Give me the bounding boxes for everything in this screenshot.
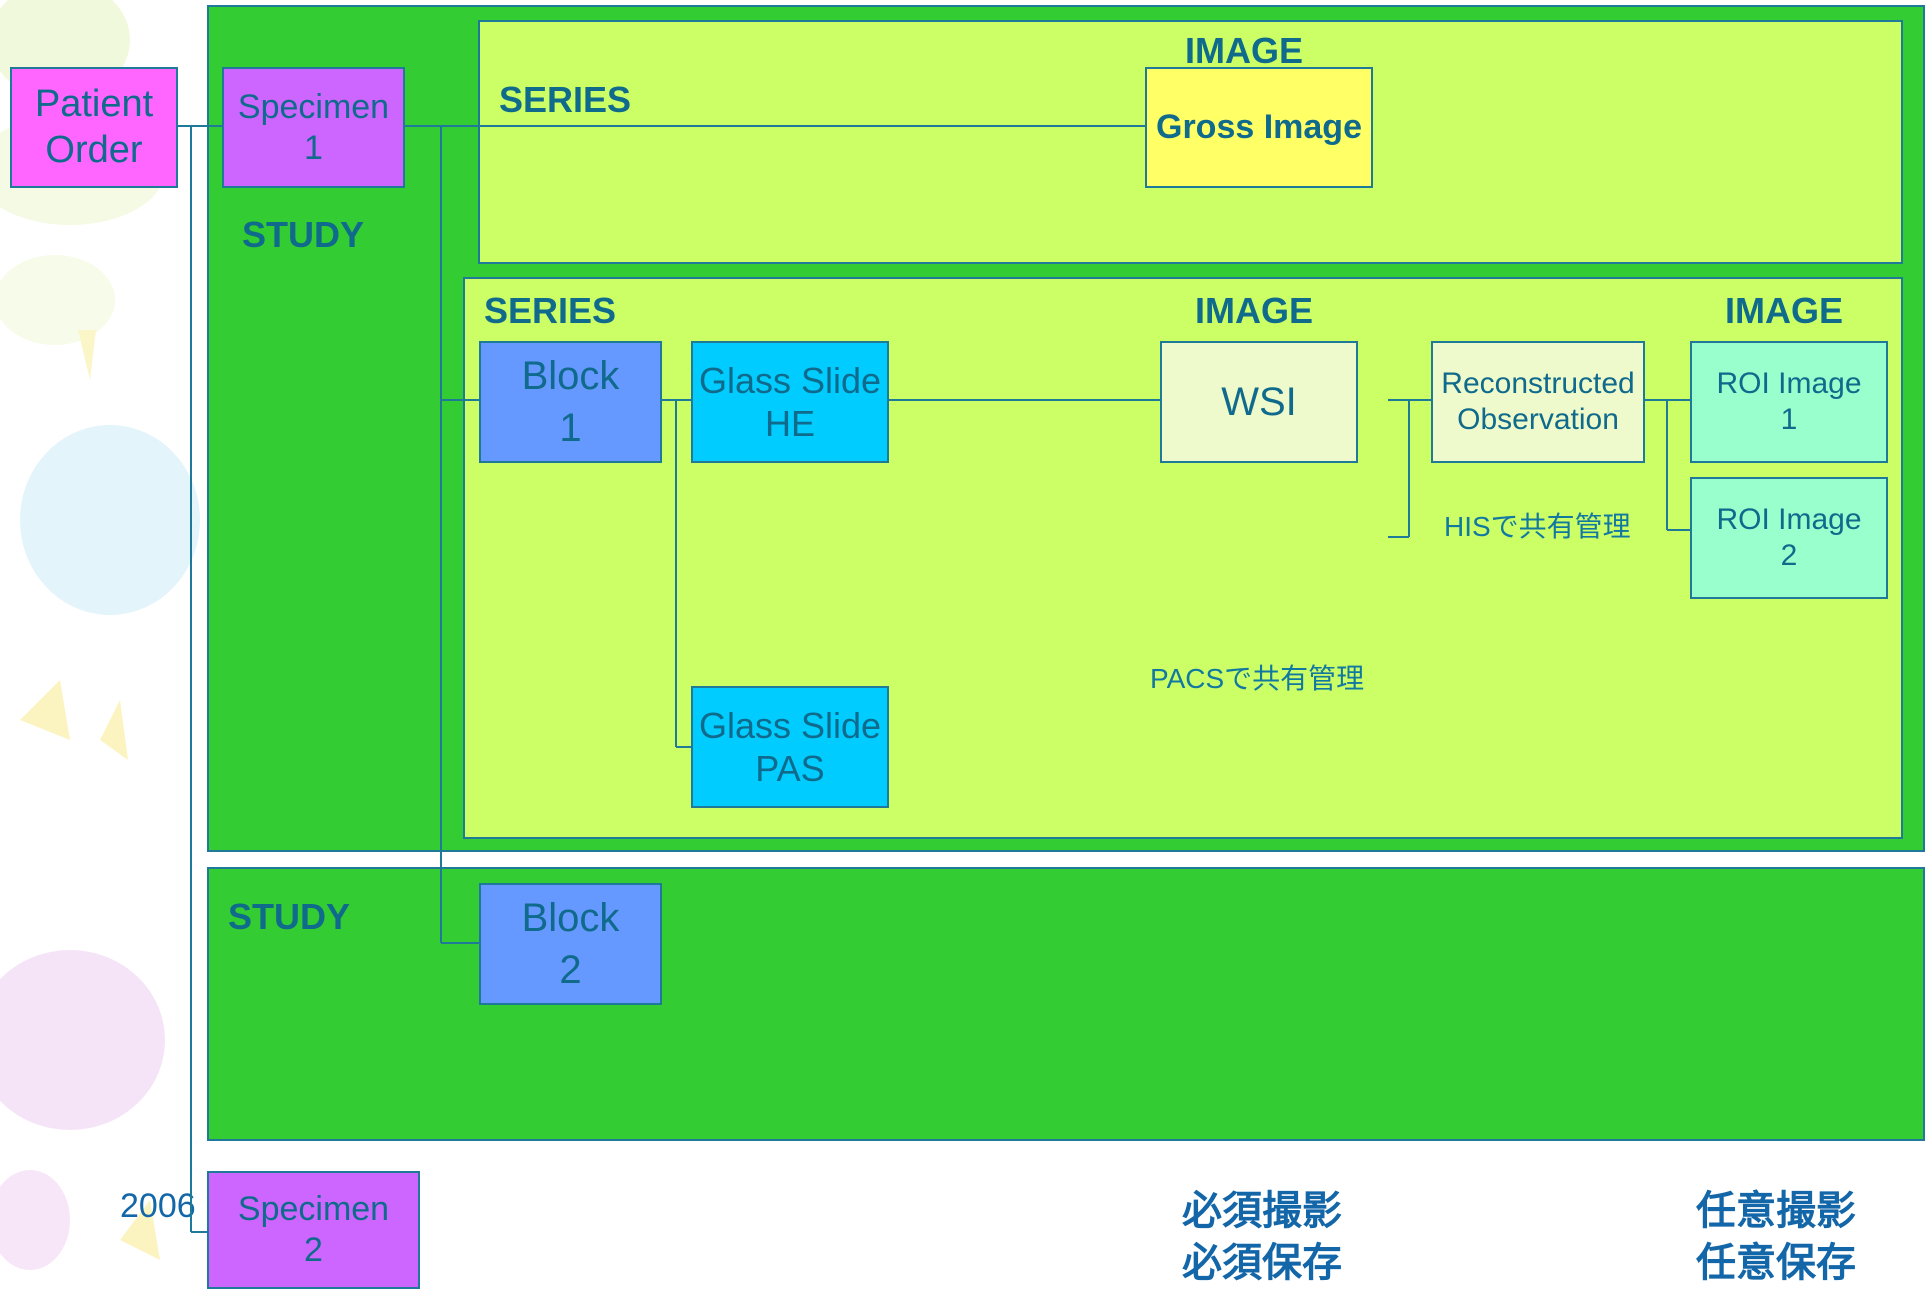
gross-image-box: Gross Image xyxy=(1145,67,1373,188)
legend-optional: 任意撮影 任意保存 xyxy=(1696,1189,1856,1285)
patient-order-box: Patient Order xyxy=(10,67,178,188)
wsi-box: WSI xyxy=(1160,341,1358,463)
his-shared-note: HISで共有管理 xyxy=(1444,511,1631,542)
study-label-2: STUDY xyxy=(228,896,351,937)
image-label-gross: IMAGE xyxy=(1185,30,1304,71)
block-2-box: Block 2 xyxy=(479,883,662,1005)
roi-image-2-box: ROI Image 2 xyxy=(1690,477,1888,599)
pacs-shared-note: PACSで共有管理 xyxy=(1150,663,1365,694)
study-label-1: STUDY xyxy=(242,214,365,255)
legend-required: 必須撮影 必須保存 xyxy=(1182,1189,1342,1285)
image-label-wsi: IMAGE xyxy=(1195,290,1314,331)
footer-year: 2006 xyxy=(120,1187,196,1225)
specimen-2-box: Specimen 2 xyxy=(207,1171,420,1289)
block-1-box: Block 1 xyxy=(479,341,662,463)
glass-slide-he-box: Glass Slide HE xyxy=(691,341,889,463)
series-label-gross: SERIES xyxy=(499,79,632,120)
roi-image-1-box: ROI Image 1 xyxy=(1690,341,1888,463)
glass-slide-pas-box: Glass Slide PAS xyxy=(691,686,889,808)
specimen-1-box: Specimen 1 xyxy=(222,67,405,188)
series-label-block: SERIES xyxy=(484,290,617,331)
image-label-roi: IMAGE xyxy=(1725,290,1844,331)
reconstructed-observation-box: Reconstructed Observation xyxy=(1431,341,1645,463)
study-panel-2 xyxy=(207,867,1925,1141)
